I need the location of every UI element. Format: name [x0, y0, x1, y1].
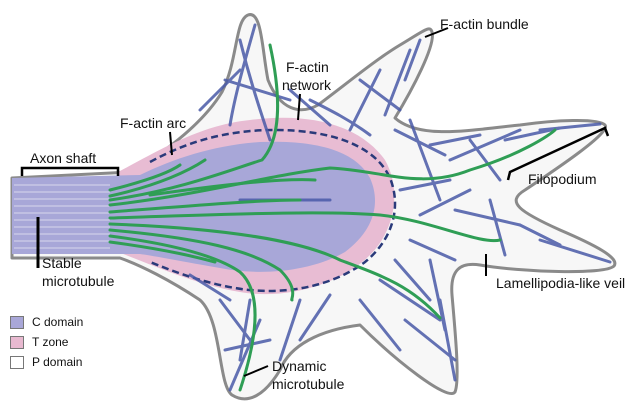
legend-swatch-p-domain: [10, 356, 24, 369]
lamellipodia-label: Lamellipodia-like veil: [496, 275, 625, 291]
legend-item-t-zone: T zone: [10, 332, 83, 352]
legend-label: P domain: [32, 355, 82, 369]
axon-shaft-label: Axon shaft: [30, 150, 96, 166]
legend-swatch-t-zone: [10, 336, 24, 349]
factin-network-label-line1: F-actin: [286, 59, 329, 75]
legend-label: C domain: [32, 315, 83, 329]
legend-item-p-domain: P domain: [10, 352, 83, 372]
factin-network-label-line2: network: [282, 77, 332, 93]
dynamic-microtubule-label-line1: Dynamic: [272, 358, 326, 374]
stable-microtubule-label-line2: microtubule: [42, 273, 115, 289]
legend: C domain T zone P domain: [10, 312, 83, 372]
dynamic-microtubule-label-line2: microtubule: [272, 376, 345, 392]
filopodium-label: Filopodium: [528, 171, 596, 187]
legend-label: T zone: [32, 335, 68, 349]
factin-arc-label: F-actin arc: [120, 115, 186, 131]
legend-item-c-domain: C domain: [10, 312, 83, 332]
legend-swatch-c-domain: [10, 316, 24, 329]
factin-bundle-label: F-actin bundle: [440, 16, 529, 32]
stable-microtubule-label-line1: Stable: [42, 255, 82, 271]
